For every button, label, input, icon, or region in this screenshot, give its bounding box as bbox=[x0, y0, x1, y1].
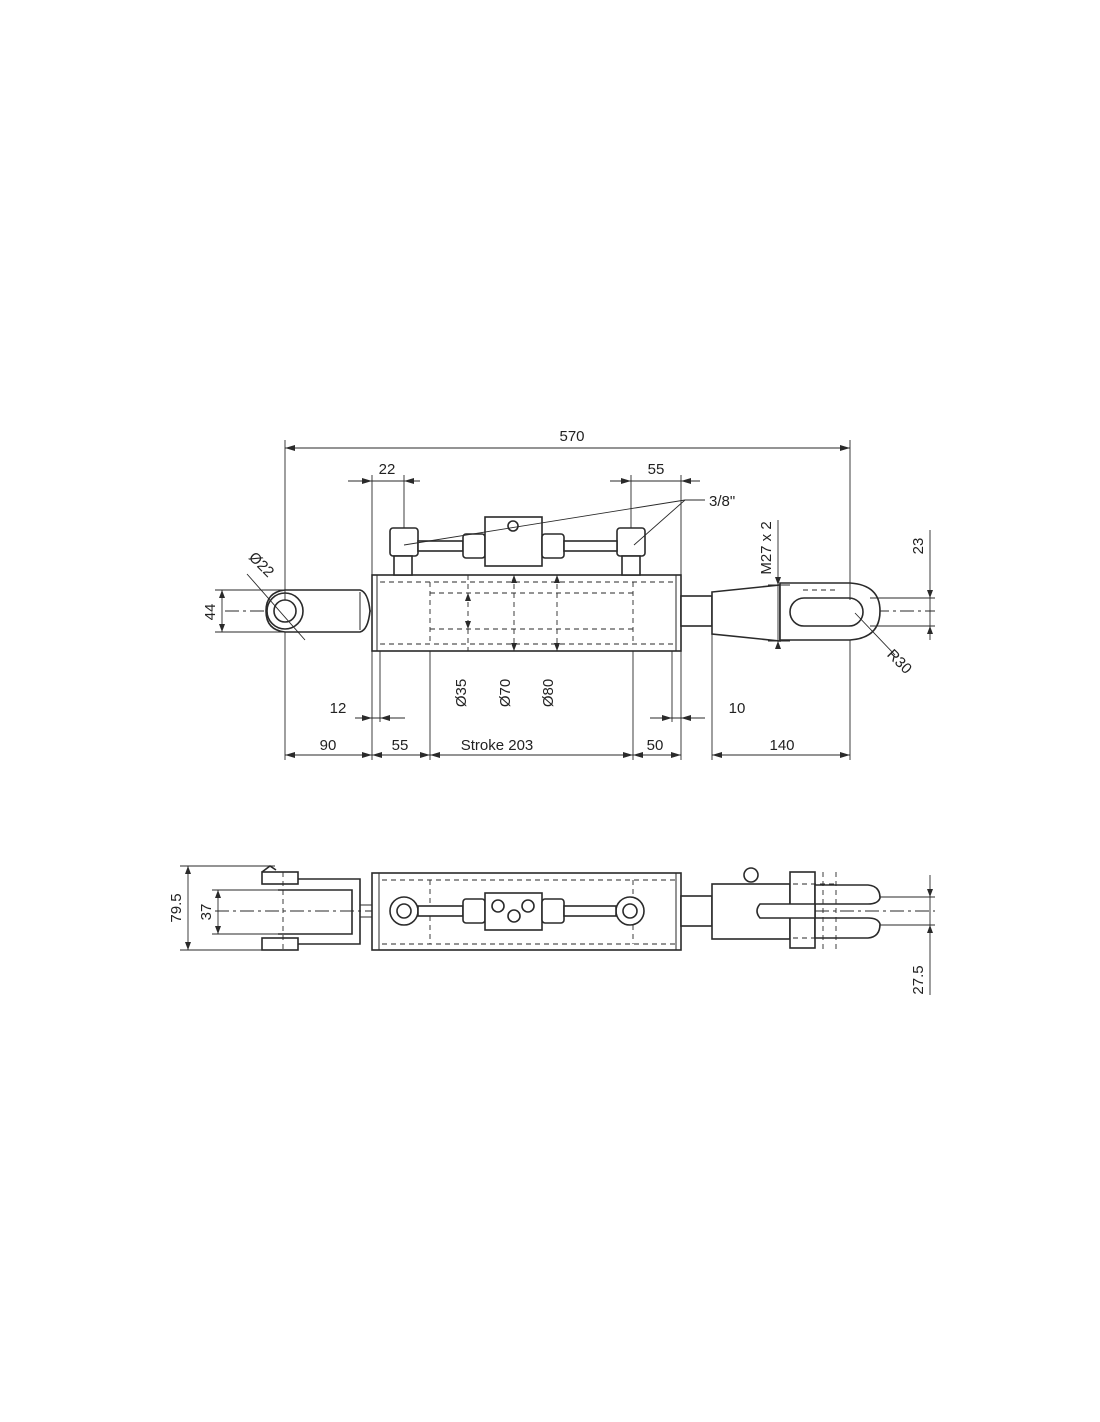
top-dimensions bbox=[180, 865, 935, 995]
dim-seg-stroke: Stroke 203 bbox=[461, 737, 534, 754]
dim-end-radius: R30 bbox=[883, 646, 914, 677]
dim-eye-height: 44 bbox=[202, 604, 219, 621]
dim-clevis-offset: 27.5 bbox=[910, 965, 927, 994]
dim-seg-base: 55 bbox=[392, 737, 409, 754]
left-fork-mount bbox=[261, 865, 372, 951]
top-piston-rod bbox=[680, 895, 713, 927]
dim-clevis-inner: 37 bbox=[198, 904, 215, 921]
dim-collar-right: 10 bbox=[729, 700, 746, 717]
side-view: 570 22 55 3/8" Ø22 44 M27 x 2 23 R30 Ø35… bbox=[202, 428, 935, 760]
dim-clevis-outer: 79.5 bbox=[168, 893, 185, 922]
dim-slot-offset: 23 bbox=[910, 538, 927, 555]
dim-seg-eye: 90 bbox=[320, 737, 337, 754]
piston-rod bbox=[680, 584, 781, 642]
top-view: 79.5 37 27.5 bbox=[168, 865, 935, 995]
check-valve-assembly bbox=[389, 499, 705, 576]
dim-seg-head: 50 bbox=[647, 737, 664, 754]
dim-outer-diameter: Ø80 bbox=[540, 679, 557, 707]
dim-port-thread: 3/8" bbox=[709, 493, 735, 510]
cylinder-barrel bbox=[371, 574, 682, 652]
dim-collar-left: 12 bbox=[330, 700, 347, 717]
dim-rod-diameter: Ø35 bbox=[453, 679, 470, 707]
right-clevis-end bbox=[779, 582, 881, 641]
dim-port-offset-left: 22 bbox=[379, 461, 396, 478]
dim-rod-thread: M27 x 2 bbox=[758, 521, 775, 574]
left-eye-mount bbox=[246, 573, 371, 641]
dim-overall-length: 570 bbox=[559, 428, 584, 445]
dim-pin-diameter: Ø22 bbox=[245, 549, 277, 581]
top-cylinder-barrel bbox=[371, 872, 682, 951]
top-right-clevis bbox=[711, 867, 881, 950]
side-dimensions bbox=[215, 440, 935, 760]
dim-seg-clevis: 140 bbox=[769, 737, 794, 754]
dim-bore-diameter: Ø70 bbox=[497, 679, 514, 707]
dim-port-offset-right: 55 bbox=[648, 461, 665, 478]
